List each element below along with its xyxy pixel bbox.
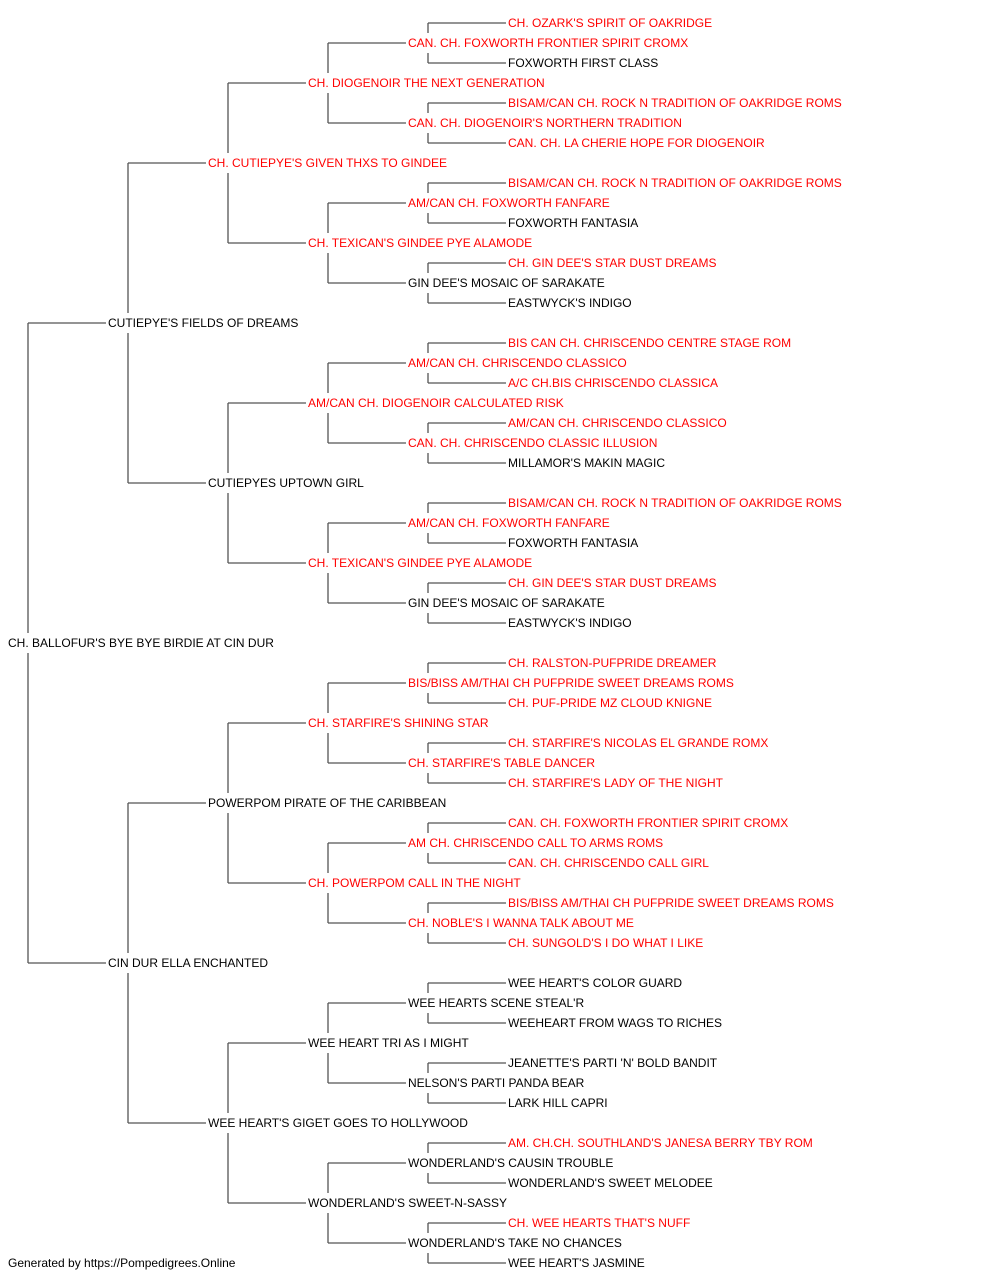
ancestor-name-gen1: CIN DUR ELLA ENCHANTED <box>108 956 268 970</box>
ancestor-name-gen2: POWERPOM PIRATE OF THE CARIBBEAN <box>208 796 446 810</box>
ancestor-name-gen5: BISAM/CAN CH. ROCK N TRADITION OF OAKRID… <box>508 496 842 510</box>
subject-name: CH. BALLOFUR'S BYE BYE BIRDIE AT CIN DUR <box>8 636 274 650</box>
ancestor-name-gen5: EASTWYCK'S INDIGO <box>508 296 632 310</box>
ancestor-name-gen3: AM/CAN CH. DIOGENOIR CALCULATED RISK <box>308 396 564 410</box>
ancestor-name-gen5: WONDERLAND'S SWEET MELODEE <box>508 1176 713 1190</box>
ancestor-name-gen2: CH. CUTIEPYE'S GIVEN THXS TO GINDEE <box>208 156 447 170</box>
ancestor-name-gen3: CH. TEXICAN'S GINDEE PYE ALAMODE <box>308 236 532 250</box>
ancestor-name-gen4: AM/CAN CH. CHRISCENDO CLASSICO <box>408 356 627 370</box>
ancestor-name-gen3: CH. TEXICAN'S GINDEE PYE ALAMODE <box>308 556 532 570</box>
ancestor-name-gen5: BIS CAN CH. CHRISCENDO CENTRE STAGE ROM <box>508 336 791 350</box>
ancestor-name-gen5: CH. GIN DEE'S STAR DUST DREAMS <box>508 576 717 590</box>
ancestor-name-gen5: CH. SUNGOLD'S I DO WHAT I LIKE <box>508 936 703 950</box>
ancestor-name-gen2: CUTIEPYES UPTOWN GIRL <box>208 476 364 490</box>
ancestor-name-gen4: CH. STARFIRE'S TABLE DANCER <box>408 756 595 770</box>
ancestor-name-gen4: BIS/BISS AM/THAI CH PUFPRIDE SWEET DREAM… <box>408 676 734 690</box>
ancestor-name-gen4: WONDERLAND'S TAKE NO CHANCES <box>408 1236 622 1250</box>
ancestor-name-gen5: CAN. CH. CHRISCENDO CALL GIRL <box>508 856 709 870</box>
ancestor-name-gen3: WONDERLAND'S SWEET-N-SASSY <box>308 1196 507 1210</box>
ancestor-name-gen5: CH. WEE HEARTS THAT'S NUFF <box>508 1216 690 1230</box>
ancestor-name-gen5: CAN. CH. LA CHERIE HOPE FOR DIOGENOIR <box>508 136 765 150</box>
ancestor-name-gen5: AM. CH.CH. SOUTHLAND'S JANESA BERRY TBY … <box>508 1136 813 1150</box>
ancestor-name-gen5: FOXWORTH FANTASIA <box>508 536 638 550</box>
ancestor-name-gen5: BIS/BISS AM/THAI CH PUFPRIDE SWEET DREAM… <box>508 896 834 910</box>
ancestor-name-gen3: WEE HEART TRI AS I MIGHT <box>308 1036 469 1050</box>
ancestor-name-gen2: WEE HEART'S GIGET GOES TO HOLLYWOOD <box>208 1116 468 1130</box>
ancestor-name-gen5: FOXWORTH FIRST CLASS <box>508 56 658 70</box>
ancestor-name-gen5: CH. OZARK'S SPIRIT OF OAKRIDGE <box>508 16 712 30</box>
ancestor-name-gen5: A/C CH.BIS CHRISCENDO CLASSICA <box>508 376 718 390</box>
ancestor-name-gen5: CH. RALSTON-PUFPRIDE DREAMER <box>508 656 717 670</box>
ancestor-name-gen3: CH. POWERPOM CALL IN THE NIGHT <box>308 876 521 890</box>
footer-credit: Generated by https://Pompedigrees.Online <box>8 1256 236 1270</box>
ancestor-name-gen1: CUTIEPYE'S FIELDS OF DREAMS <box>108 316 298 330</box>
ancestor-name-gen5: WEEHEART FROM WAGS TO RICHES <box>508 1016 722 1030</box>
ancestor-name-gen5: CH. STARFIRE'S NICOLAS EL GRANDE ROMX <box>508 736 768 750</box>
ancestor-name-gen5: AM/CAN CH. CHRISCENDO CLASSICO <box>508 416 727 430</box>
ancestor-name-gen3: CH. STARFIRE'S SHINING STAR <box>308 716 489 730</box>
ancestor-name-gen5: CAN. CH. FOXWORTH FRONTIER SPIRIT CROMX <box>508 816 788 830</box>
ancestor-name-gen4: AM CH. CHRISCENDO CALL TO ARMS ROMS <box>408 836 663 850</box>
ancestor-name-gen4: GIN DEE'S MOSAIC OF SARAKATE <box>408 596 605 610</box>
ancestor-name-gen5: JEANETTE'S PARTI 'N' BOLD BANDIT <box>508 1056 718 1070</box>
ancestor-name-gen5: BISAM/CAN CH. ROCK N TRADITION OF OAKRID… <box>508 176 842 190</box>
ancestor-name-gen4: CAN. CH. CHRISCENDO CLASSIC ILLUSION <box>408 436 657 450</box>
ancestor-name-gen5: WEE HEART'S COLOR GUARD <box>508 976 682 990</box>
ancestor-name-gen5: FOXWORTH FANTASIA <box>508 216 638 230</box>
ancestor-name-gen4: WEE HEARTS SCENE STEAL'R <box>408 996 584 1010</box>
ancestor-name-gen4: CAN. CH. FOXWORTH FRONTIER SPIRIT CROMX <box>408 36 688 50</box>
ancestor-name-gen4: WONDERLAND'S CAUSIN TROUBLE <box>408 1156 613 1170</box>
ancestor-name-gen5: BISAM/CAN CH. ROCK N TRADITION OF OAKRID… <box>508 96 842 110</box>
ancestor-name-gen5: CH. STARFIRE'S LADY OF THE NIGHT <box>508 776 724 790</box>
ancestor-name-gen5: CH. GIN DEE'S STAR DUST DREAMS <box>508 256 717 270</box>
ancestor-name-gen5: WEE HEART'S JASMINE <box>508 1256 645 1270</box>
ancestor-name-gen5: EASTWYCK'S INDIGO <box>508 616 632 630</box>
ancestor-name-gen4: NELSON'S PARTI PANDA BEAR <box>408 1076 585 1090</box>
ancestor-name-gen4: CH. NOBLE'S I WANNA TALK ABOUT ME <box>408 916 634 930</box>
ancestor-name-gen4: GIN DEE'S MOSAIC OF SARAKATE <box>408 276 605 290</box>
ancestor-name-gen4: CAN. CH. DIOGENOIR'S NORTHERN TRADITION <box>408 116 682 130</box>
ancestor-name-gen4: AM/CAN CH. FOXWORTH FANFARE <box>408 516 610 530</box>
ancestor-name-gen5: MILLAMOR'S MAKIN MAGIC <box>508 456 665 470</box>
ancestor-name-gen4: AM/CAN CH. FOXWORTH FANFARE <box>408 196 610 210</box>
ancestor-name-gen5: LARK HILL CAPRI <box>508 1096 608 1110</box>
ancestor-name-gen5: CH. PUF-PRIDE MZ CLOUD KNIGNE <box>508 696 712 710</box>
ancestor-name-gen3: CH. DIOGENOIR THE NEXT GENERATION <box>308 76 545 90</box>
